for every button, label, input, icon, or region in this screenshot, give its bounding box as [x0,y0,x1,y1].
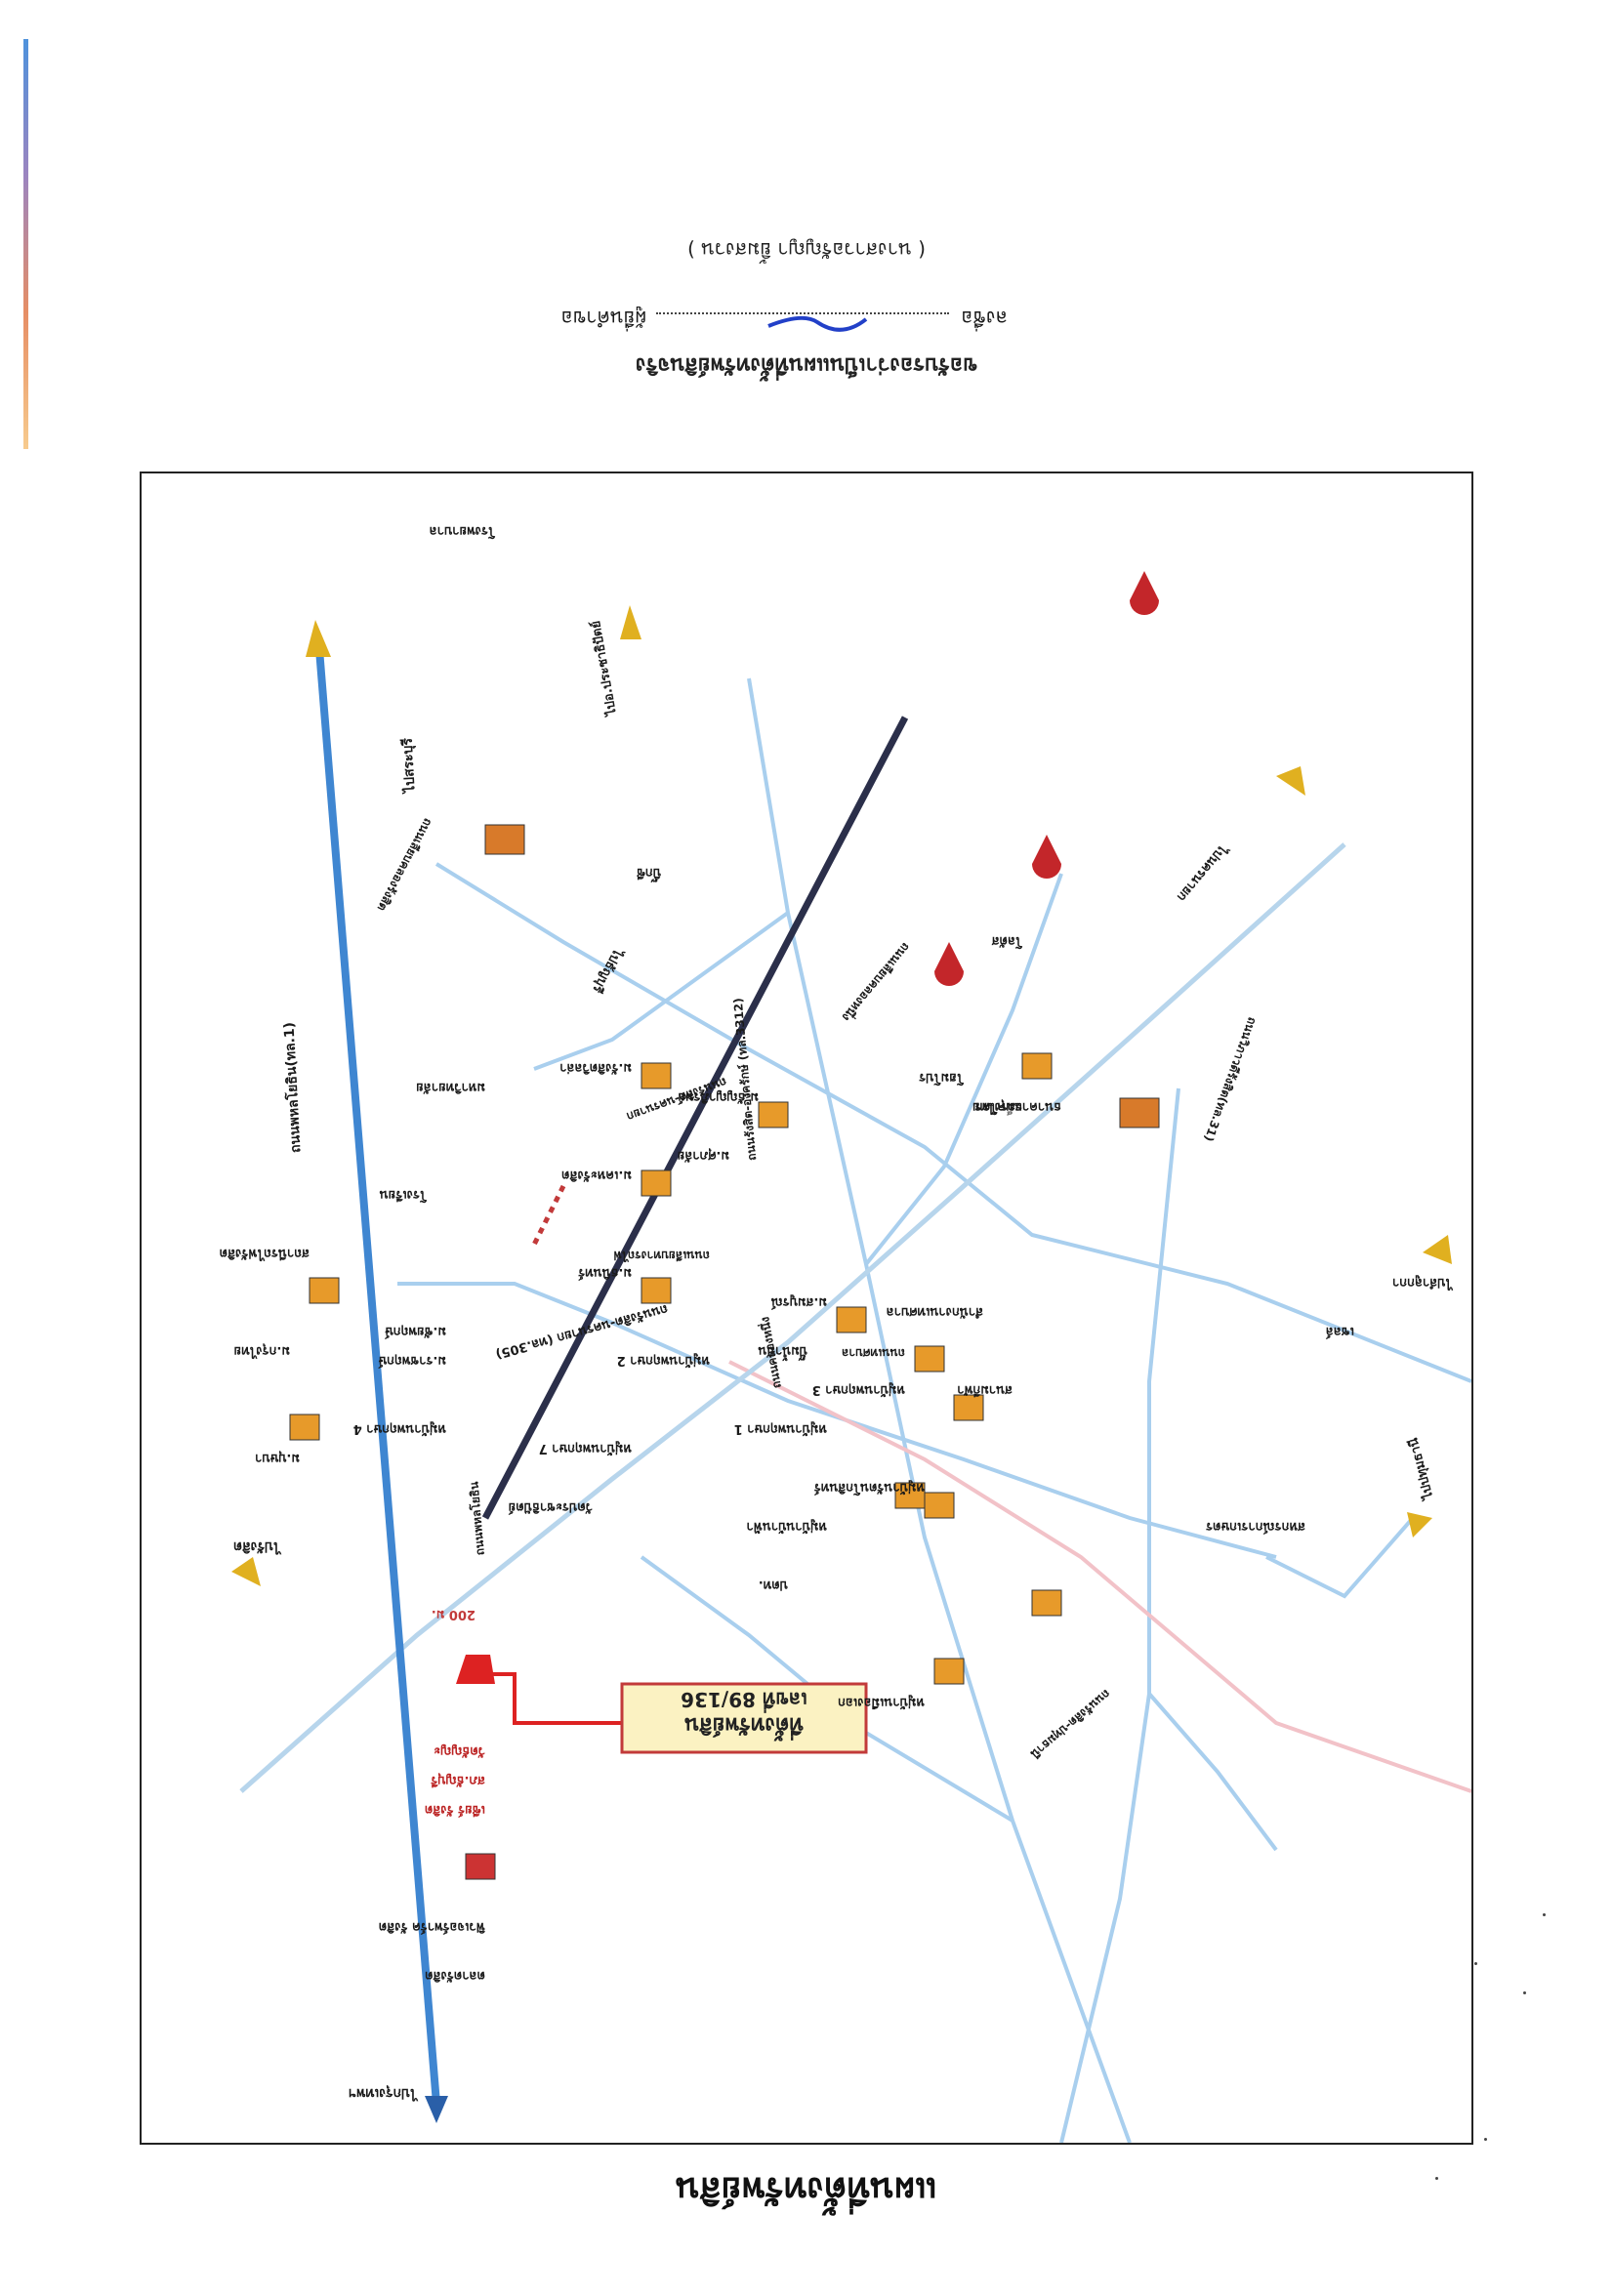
railway-highlight [531,1184,566,1247]
certification-text: ขอรับรองว่าเป็นแผนที่ตั้งทรัพย์สินจริง [635,352,978,377]
place-village13: ม.กรุงไทย [233,1343,290,1358]
place-makro: แม็คโคร [974,1099,1022,1114]
place-village7: หมู่บ้านพฤกษา 7 [538,1441,632,1456]
railway-line [481,716,909,1520]
place-village4: หมู่บ้านพฤกษา 2 [616,1353,710,1368]
place-village17: ม.ศุภาลัย [677,1148,729,1163]
place-village15: ม.สมบูรณ์ [770,1294,827,1309]
road-label-to-bangkok: ไปกรุงเทพฯ [349,2085,417,2101]
place-cooperative: สหกรณ์การเกษตร [1206,1519,1305,1534]
highway-road [315,648,440,2105]
sign-suffix: ผู้ยื่นคำขอ [560,307,646,330]
sign-prefix: ลงชื่อ [961,307,1008,330]
road-label-to-rangsit: ไปรังสิต [233,1538,280,1554]
arrow-northeast-icon [1276,766,1305,796]
local-road-red [728,1360,1472,1793]
arrow-north-icon [306,620,331,657]
document-title: แผนที่ตั้งทรัพย์สิน [675,2169,938,2209]
place-village18: ม.ชัยพฤกษ์ [385,1324,446,1338]
place-village10: ม.เคหะรังสิต [561,1168,632,1182]
road-label-to-saraburi: ไปสระบุรี [399,737,419,794]
arrow-east-icon [1423,1235,1452,1264]
road-label-f: ถนนเทศบาล [841,1346,905,1360]
place-temple: วัดธัญญะ [434,1743,485,1758]
place-police: สภ.ธัญบุรี [431,1773,485,1787]
place-village12: ม.รังสิตวิลล่า [559,1060,632,1075]
distance-label: 200 ม. [431,1607,476,1621]
place-village1: หมู่บ้านเมืองเอก [838,1695,925,1709]
location-map: ที่ตั้งทรัพย์สิน เลขที่ 89/136 200 ม. ถน… [140,472,1473,2145]
property-label-box [620,1682,868,1754]
arrow-southeast-icon [1407,1512,1432,1538]
place-university: มหาวิทยาลัย [416,1080,485,1094]
place-shell: เชลล์ [1325,1324,1354,1338]
place-village16: ม.ราชพฤกษ์ [378,1353,447,1368]
place-gas: ปั๊มน้ำมัน [758,1343,807,1358]
place-village8: หมู่บ้านบ้านฟ้า [746,1519,827,1534]
place-hospital: โรงพยาบาล [429,523,495,538]
place-sport: สนามกีฬา [957,1382,1013,1397]
scan-edge-artifact [23,39,28,449]
property-label-line2: เลขที่ 89/136 [681,1688,807,1711]
arrow-bangkok-icon [425,2096,448,2123]
place-bigc: บิ๊กซี [637,865,661,880]
building-icons [289,824,1160,1880]
map-pins [934,571,1159,986]
road-to-thanyaburi [239,842,1346,1793]
pointer-line [485,1672,622,1725]
place-lotus: โลตัส [991,933,1022,948]
place-ptt: ปตท. [758,1578,788,1592]
arrow-west-icon [231,1557,261,1586]
map-canvas [231,571,1472,2144]
place-village5: หมู่บ้านพฤกษา 3 [811,1382,905,1397]
place-homepro: โฮมโปร [919,1070,964,1085]
arrow-up-icon [620,605,641,639]
handwritten-signature [767,315,868,332]
road-label-h: ถนนเลียบทางรถไฟ [613,1249,710,1262]
minor-roads [397,677,1472,2144]
place-future-park: ฟิวเจอร์พาร์ค รังสิต [378,1919,485,1934]
signer-name: ( นางสาวอรัญญา ยิ้มสงวน ) [687,238,926,262]
place-school: โรงเรียน [379,1187,427,1202]
road-label-to-lamlukka: ไปลำลูกกา [1391,1275,1452,1290]
property-marker-icon [456,1655,495,1684]
place-village2: หมู่บ้านรัตนโกสินทร์ [813,1480,925,1495]
place-office: สำนักงานเทศบาล [886,1304,983,1319]
place-village6: หมู่บ้านพฤกษา 4 [352,1421,446,1436]
place-market: ตลาดรังสิต [425,1968,485,1983]
place-wat2: วัดประชาธิปัตย์ [508,1499,593,1514]
place-village9: ม.ธนินทร์ [578,1265,632,1280]
place-village11: ม.ธัญญาภิรมย์ [678,1089,759,1104]
place-village14: ม.บุษบา [255,1451,300,1465]
place-mall: เซียร์ รังสิต [424,1802,485,1817]
place-village3: หมู่บ้านพฤกษา 1 [733,1421,827,1436]
place-station: สถานีรถไฟรังสิต [219,1246,310,1260]
